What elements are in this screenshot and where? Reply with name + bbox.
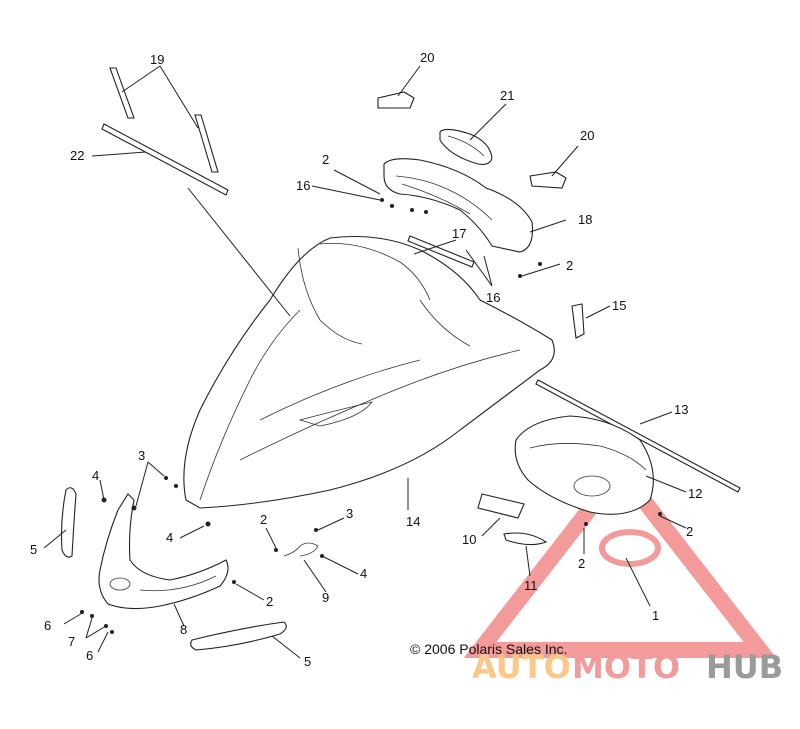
part-9-wire-harness — [283, 542, 319, 557]
callout-4-right: 4 — [360, 566, 367, 581]
part-13-rod — [535, 379, 741, 493]
part-8-nose-bumper — [98, 493, 229, 610]
part-17-rod — [407, 235, 475, 268]
watermark-moto: MOTO — [572, 648, 680, 686]
hardware-fasteners — [80, 198, 662, 634]
copyright-text: © 2006 Polaris Sales Inc. — [410, 641, 567, 657]
callout-2-center: 2 — [260, 512, 267, 527]
watermark-hub: HUB — [706, 648, 783, 686]
part-14-hood — [183, 236, 555, 509]
callout-4-center: 4 — [166, 530, 173, 545]
callout-20-right: 20 — [580, 128, 594, 143]
callout-1: 1 — [652, 608, 659, 623]
callout-13: 13 — [674, 402, 688, 417]
callout-2-top: 2 — [322, 152, 329, 167]
callout-7: 7 — [68, 634, 75, 649]
callout-6-bottom: 6 — [86, 648, 93, 663]
callout-19: 19 — [150, 52, 164, 67]
callout-16-bottom: 16 — [486, 290, 500, 305]
callout-labels: 19 22 20 21 20 2 16 18 17 2 16 15 13 12 … — [30, 50, 702, 669]
callout-12: 12 — [688, 486, 702, 501]
callout-14: 14 — [406, 514, 420, 529]
callout-2-lower: 2 — [578, 556, 585, 571]
part-20-mirror-left — [377, 91, 415, 109]
callout-4-left: 4 — [92, 468, 99, 483]
part-18-dash-console — [383, 158, 534, 253]
callout-5-bottom: 5 — [304, 654, 311, 669]
callout-21: 21 — [500, 88, 514, 103]
callout-3-left: 3 — [138, 448, 145, 463]
leader-lines — [43, 65, 687, 659]
watermark-auto: AUTO — [472, 648, 571, 686]
callout-18: 18 — [578, 212, 592, 227]
callout-16-top: 16 — [296, 178, 310, 193]
callout-10: 10 — [462, 532, 476, 547]
part-5-grille-bottom — [190, 621, 287, 651]
callout-5-left: 5 — [30, 542, 37, 557]
part-20-mirror-right — [529, 171, 567, 189]
callout-2-tank: 2 — [686, 524, 693, 539]
callout-6-top: 6 — [44, 618, 51, 633]
callout-2-bumper: 2 — [266, 594, 273, 609]
callout-17: 17 — [452, 226, 466, 241]
part-19-trim-strips — [109, 67, 219, 173]
callout-20-left: 20 — [420, 50, 434, 65]
callout-8: 8 — [180, 622, 187, 637]
part-21-gauge — [439, 128, 493, 165]
part-10-decal — [477, 493, 525, 519]
callout-11: 11 — [524, 578, 538, 593]
callout-3-right: 3 — [346, 506, 353, 521]
callout-22: 22 — [70, 148, 84, 163]
callout-9: 9 — [322, 590, 329, 605]
callout-2-right: 2 — [566, 258, 573, 273]
part-15-clip — [571, 303, 585, 339]
watermark-triangle — [463, 456, 777, 658]
part-22-trim-strip — [101, 123, 229, 196]
watermark-logo: AUTO MOTO HUB — [472, 648, 783, 686]
part-11-decal — [503, 532, 548, 546]
part-5-grille-left — [60, 487, 77, 558]
callout-15: 15 — [612, 298, 626, 313]
part-12-fuel-tank — [514, 415, 654, 515]
